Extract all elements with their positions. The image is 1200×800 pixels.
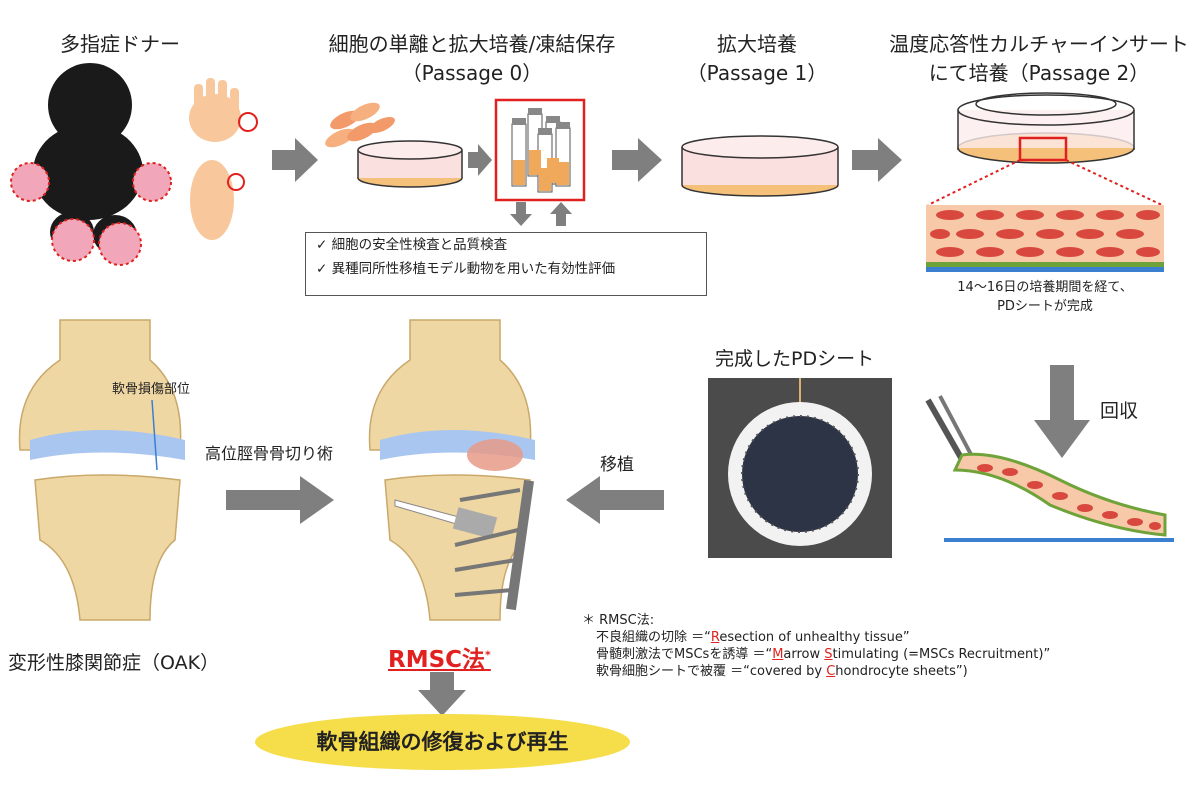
- arrow-right-4: [852, 138, 902, 182]
- note-line1-prefix: 不良組織の切除 ＝“: [596, 630, 711, 645]
- rmsc-asterisk: *: [485, 648, 491, 662]
- expansion-title-line1: 拡大培養: [717, 32, 797, 56]
- knee-damage-label: 軟骨損傷部位: [112, 382, 191, 397]
- note-line1-rest: esection of unhealthy tissue”: [719, 630, 910, 645]
- isolation-title-line1: 細胞の単離と拡大培養/凍結保存: [328, 32, 616, 56]
- note-line2-prefix: 骨髄刺激法でMSCsを誘導 ＝“: [596, 647, 773, 662]
- cryo-vials: [494, 98, 586, 202]
- arrow-right-1: [272, 138, 318, 182]
- cell-cluster: [325, 102, 395, 148]
- rmsc-note: ＊ RMSC法: 不良組織の切除 ＝“Resection of unhealth…: [582, 612, 1050, 680]
- note-line3-rest: hondrocyte sheets”): [835, 664, 968, 679]
- note-line2-s: S: [824, 647, 833, 662]
- knee-oak: [18, 319, 185, 621]
- recovery-label: 回収: [1100, 400, 1139, 422]
- check-item-1: ✓ 細胞の安全性検査と品質検査: [316, 237, 508, 253]
- pd-sheet-title: 完成したPDシート: [715, 348, 875, 370]
- sheet-recovery: [925, 395, 1174, 542]
- note-line2-m: M: [772, 647, 784, 662]
- culture-note-line2: PDシートが完成: [997, 299, 1093, 314]
- note-line-1: 不良組織の切除 ＝“Resection of unhealthy tissue”: [582, 629, 1050, 646]
- note-line2-mid: arrow: [783, 647, 825, 662]
- pd-sheet-photo: [708, 378, 892, 558]
- arrow-right-2: [468, 144, 492, 176]
- arrow-down-recovery: [1034, 365, 1090, 458]
- expansion-title-line2: （Passage 1）: [686, 61, 828, 85]
- insert-title-line2: にて培養（Passage 2）: [928, 61, 1150, 85]
- transplant-label: 移植: [600, 455, 634, 475]
- note-line-3: 軟骨細胞シートで被覆 ＝“covered by Chondrocyte shee…: [582, 663, 1050, 680]
- note-line1-r: R: [710, 630, 720, 645]
- arrow-down-small: [510, 202, 532, 226]
- foot-icon: [190, 160, 245, 240]
- check-item-2-text: 異種同所性移植モデル動物を用いた有効性評価: [331, 261, 616, 277]
- note-line2-rest: timulating (=MSCs Recruitment)”: [832, 647, 1051, 662]
- hand-icon: [189, 78, 258, 142]
- isolation-title-line2: （Passage 0）: [401, 61, 543, 85]
- arrow-right-hto: [226, 476, 334, 524]
- cell-layer: [926, 205, 1164, 272]
- check-item-1-text: 細胞の安全性検査と品質検査: [331, 237, 508, 253]
- hto-label: 高位脛骨骨切り術: [205, 444, 334, 463]
- petri-dish-p0: [357, 140, 463, 188]
- isolation-title: 細胞の単離と拡大培養/凍結保存 （Passage 0）: [302, 28, 642, 86]
- expansion-title: 拡大培養 （Passage 1）: [672, 28, 842, 86]
- note-line-2: 骨髄刺激法でMSCsを誘導 ＝“Marrow Stimulating (=MSC…: [582, 646, 1050, 663]
- quality-check-box: ✓ 細胞の安全性検査と品質検査 ✓ 異種同所性移植モデル動物を用いた有効性評価: [305, 232, 707, 296]
- check-item-2: ✓ 異種同所性移植モデル動物を用いた有効性評価: [316, 261, 616, 277]
- insert-title-line1: 温度応答性カルチャーインサート: [889, 32, 1189, 56]
- culture-note-line1: 14～16日の培養期間を経て、: [957, 280, 1133, 295]
- knee-rmsc: [368, 319, 535, 621]
- oak-label: 変形性膝関節症（OAK）: [8, 652, 220, 674]
- arrow-up-small: [550, 202, 572, 226]
- arrow-right-3: [612, 138, 662, 182]
- culture-note: 14～16日の培養期間を経て、 PDシートが完成: [935, 276, 1155, 314]
- arrow-left-transplant: [566, 476, 664, 524]
- insert-title: 温度応答性カルチャーインサート にて培養（Passage 2）: [880, 28, 1198, 86]
- goal-ellipse: 軟骨組織の修復および再生: [255, 714, 630, 770]
- petri-dish-p1: [681, 135, 839, 197]
- culture-insert: [927, 92, 1163, 206]
- note-title: ＊ RMSC法:: [582, 613, 655, 628]
- donor-title: 多指症ドナー: [60, 32, 180, 56]
- rmsc-label: RMSC法*: [388, 640, 491, 674]
- note-line3-c: C: [826, 664, 836, 679]
- rmsc-label-text: RMSC法: [388, 647, 486, 673]
- baby-silhouette: [10, 63, 172, 266]
- note-line3-prefix: 軟骨細胞シートで被覆 ＝“covered by: [596, 664, 827, 679]
- arrow-down-goal: [418, 672, 466, 716]
